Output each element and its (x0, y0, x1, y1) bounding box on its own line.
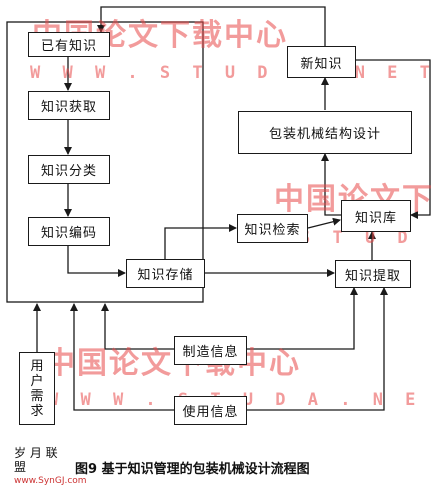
edge-usage-to-extraction (247, 287, 388, 411)
user-demand-char-4: 求 (30, 403, 44, 419)
node-usage-info: 使用信息 (174, 396, 247, 425)
edge-new-to-existing (97, 6, 326, 46)
outer-frame (6, 21, 204, 303)
node-knowledge-base: 知识库 (341, 200, 411, 232)
figure-caption: 图9 基于知识管理的包装机械设计流程图 (75, 462, 310, 477)
user-demand-char-2: 户 (30, 373, 44, 389)
node-knowledge-retrieval: 知识检索 (237, 214, 308, 243)
edge-new-to-base (356, 59, 431, 219)
edge-retrieval-to-base (307, 217, 341, 229)
node-packaging-design: 包装机械结构设计 (238, 111, 412, 154)
site-logo: 岁 月 联 盟 www.SynGJ.com (14, 446, 87, 486)
user-demand-char-1: 用 (30, 358, 44, 374)
edge-base-to-design (321, 153, 342, 216)
logo-line-2: www.SynGJ.com (14, 476, 87, 486)
edge-storage-to-retrieval (164, 224, 237, 259)
node-knowledge-acquisition: 知识获取 (28, 91, 110, 120)
edge-coding-to-storage (67, 246, 126, 277)
node-knowledge-classification: 知识分类 (28, 155, 110, 184)
edge-usage-to-frame (70, 303, 174, 411)
node-manufacturing-info: 制造信息 (174, 336, 247, 365)
edge-manufacturing-to-extraction (247, 287, 358, 350)
node-knowledge-coding: 知识编码 (28, 217, 110, 246)
node-user-demand: 用 户 需 求 (19, 352, 55, 425)
node-knowledge-storage: 知识存储 (126, 259, 205, 288)
logo-line-1: 岁 月 联 盟 (14, 446, 58, 474)
edge-manufacturing-to-frame (101, 303, 174, 350)
node-new-knowledge: 新知识 (287, 46, 356, 78)
node-knowledge-extraction: 知识提取 (335, 260, 411, 288)
node-existing-knowledge: 已有知识 (28, 32, 110, 57)
user-demand-char-3: 需 (30, 388, 44, 404)
